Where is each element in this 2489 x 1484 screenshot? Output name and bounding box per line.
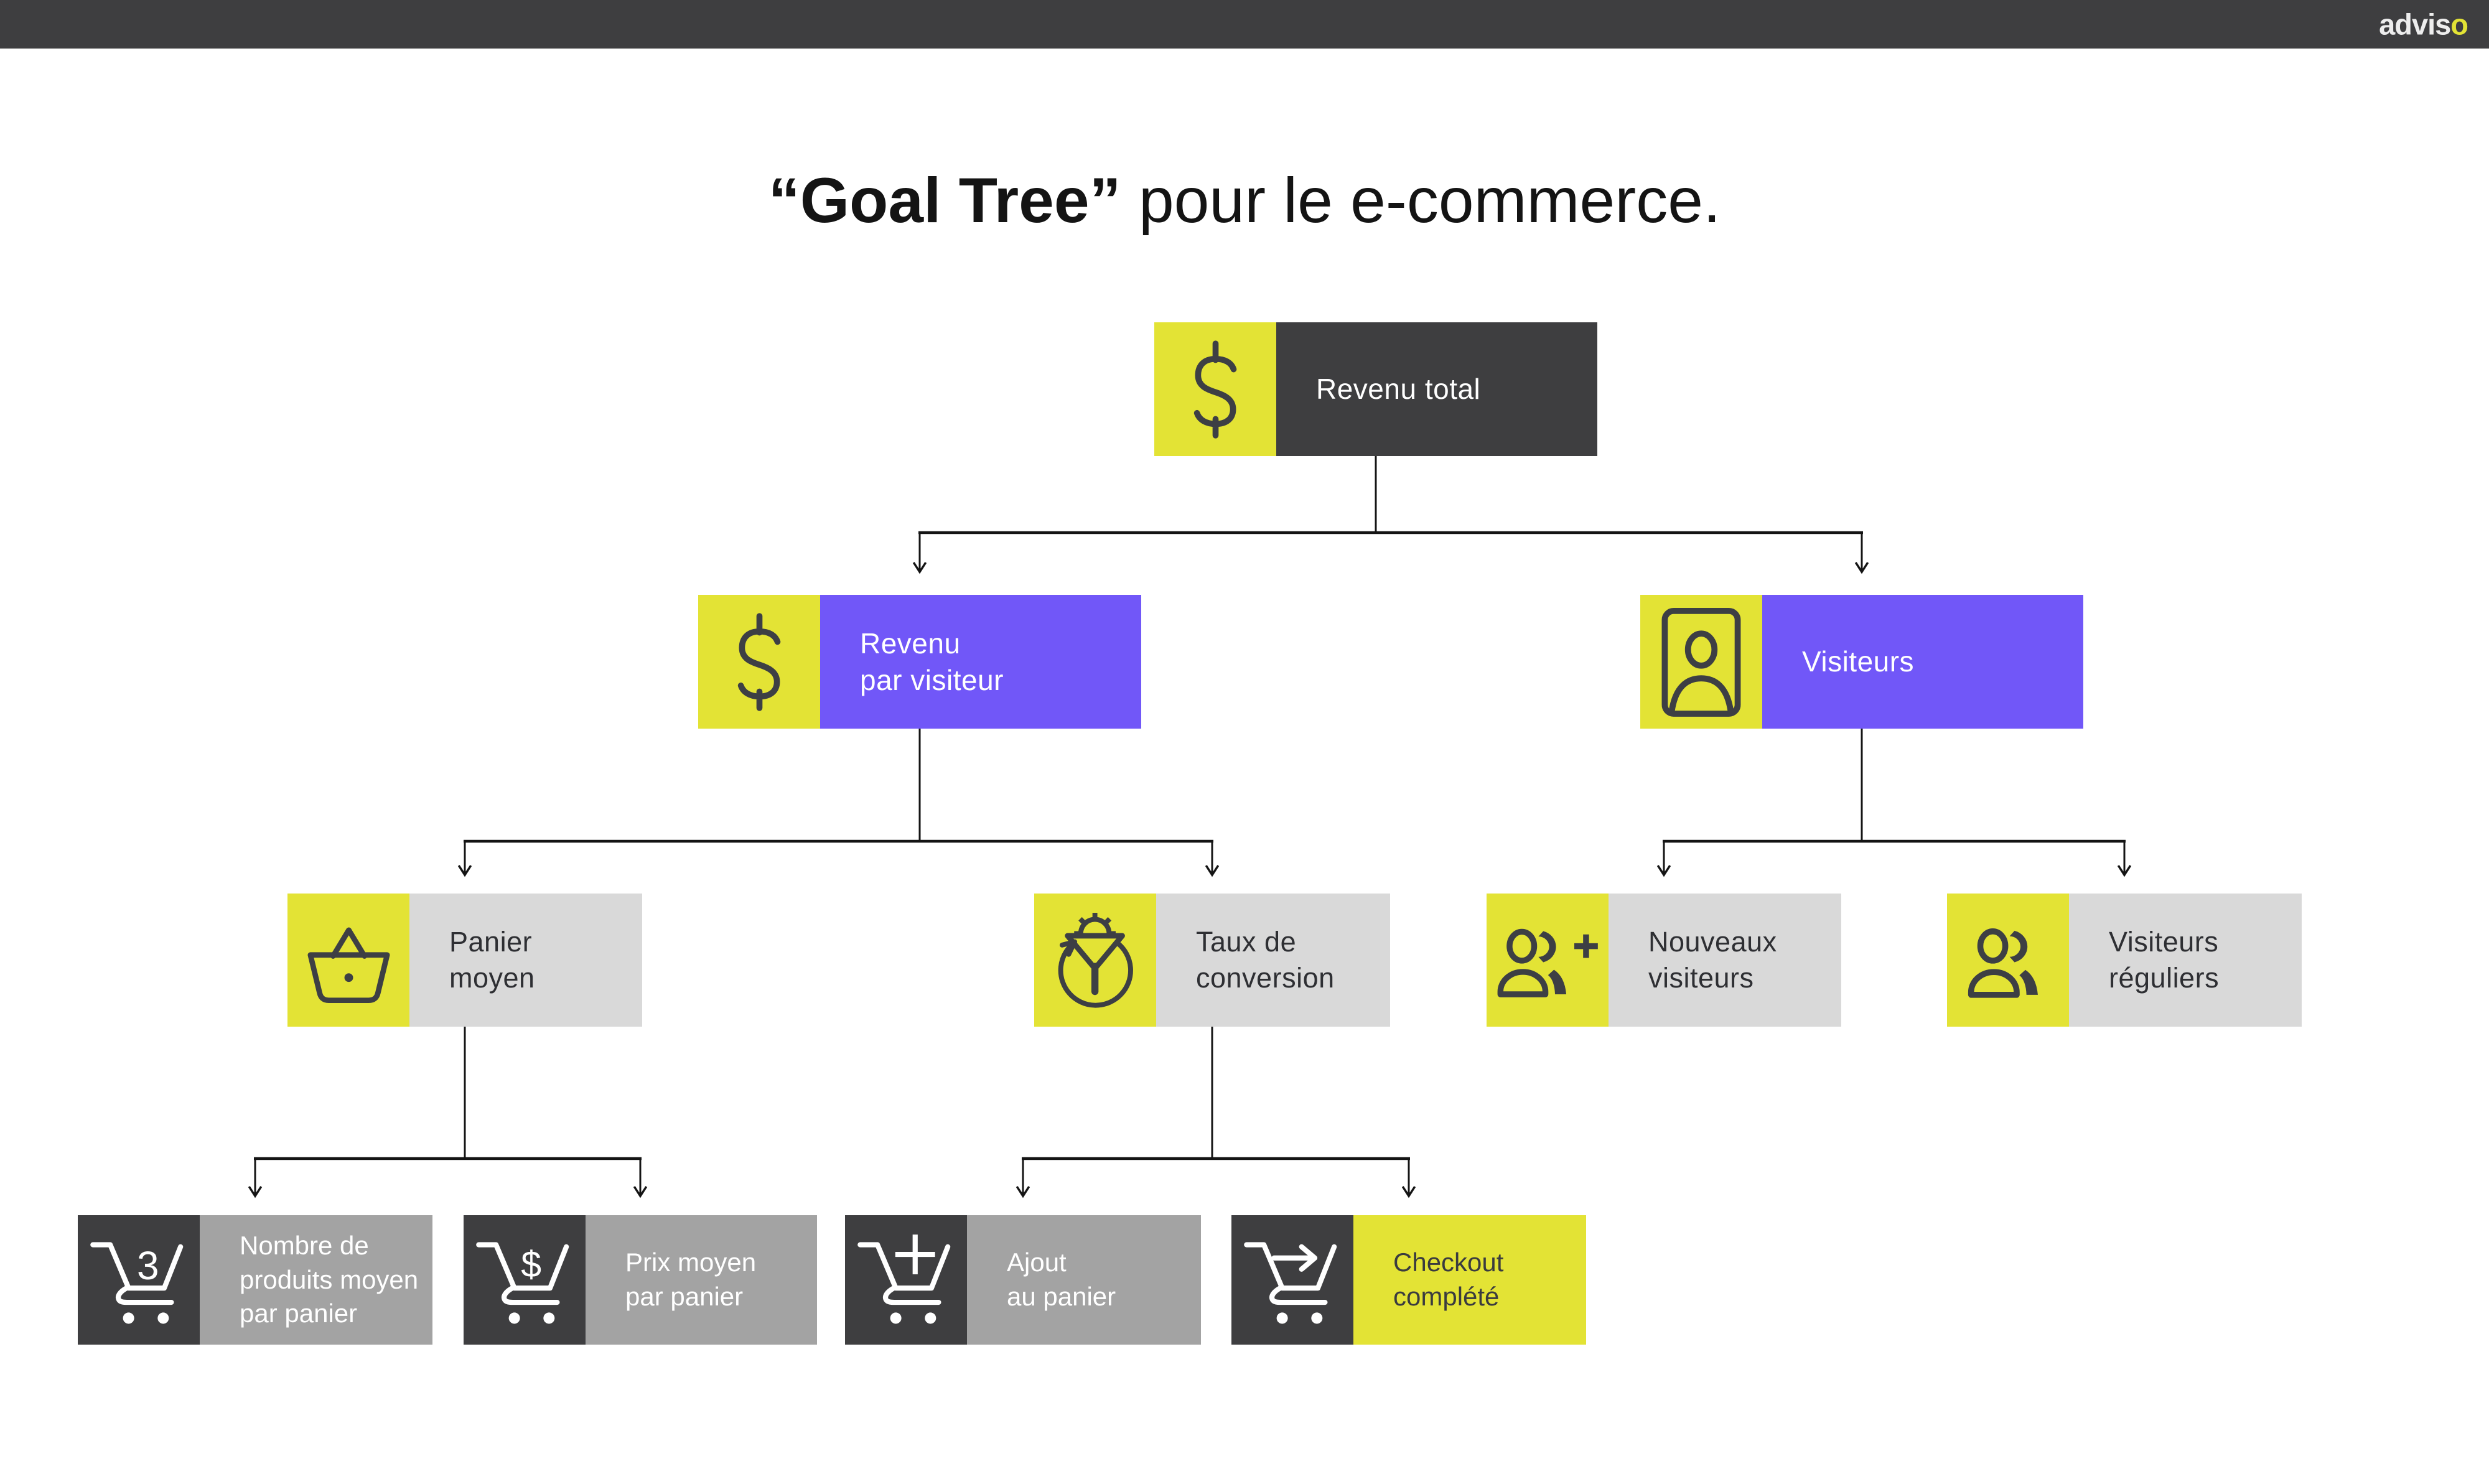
node-body: Visiteurs: [1762, 595, 2083, 729]
node-checkout-complete: Checkout complété: [1231, 1215, 1586, 1345]
node-panier-moyen: Panier moyen: [287, 894, 642, 1027]
node-revenu-total: Revenu total: [1154, 322, 1597, 456]
node-nouveaux-visiteurs: Nouveaux visiteurs: [1487, 894, 1841, 1027]
node-body: Revenu total: [1276, 322, 1597, 456]
node-taux-de-conversion: Taux de conversion: [1034, 894, 1390, 1027]
cart-quantity-icon: 3: [78, 1215, 200, 1345]
node-label: Nouveaux visiteurs: [1648, 926, 1777, 994]
dollar-icon: [698, 595, 820, 729]
node-body: Prix moyen par panier: [586, 1215, 817, 1345]
node-label: Checkout complété: [1393, 1248, 1504, 1311]
node-visiteurs-reguliers: Visiteurs réguliers: [1947, 894, 2302, 1027]
node-body: Nombre de produits moyen par panier: [200, 1215, 432, 1345]
node-ajout-panier: Ajout au panier: [845, 1215, 1201, 1345]
top-bar: adviso: [0, 0, 2489, 49]
cart-price-icon: $: [464, 1215, 586, 1345]
node-label: Nombre de produits moyen par panier: [240, 1231, 419, 1328]
node-label: Ajout au panier: [1007, 1248, 1116, 1311]
node-revenu-par-visiteur: Revenu par visiteur: [698, 595, 1141, 729]
node-label: Taux de conversion: [1196, 926, 1335, 994]
node-nombre-produits: 3 Nombre de produits moyen par panier: [78, 1215, 432, 1345]
cart-add-icon: [845, 1215, 967, 1345]
adviso-logo: adviso: [2379, 7, 2468, 42]
title-rest: pour le e-commerce.: [1121, 165, 1721, 236]
node-body: Nouveaux visiteurs: [1609, 894, 1841, 1027]
visitor-portrait-icon: [1640, 595, 1762, 729]
cart-badge: 3: [137, 1243, 159, 1288]
cart-badge: $: [521, 1244, 541, 1285]
node-label: Visiteurs réguliers: [2109, 926, 2220, 994]
node-body: Checkout complété: [1353, 1215, 1586, 1345]
new-visitors-icon: [1487, 894, 1609, 1027]
node-body: Revenu par visiteur: [820, 595, 1141, 729]
returning-visitors-icon: [1947, 894, 2069, 1027]
cart-checkout-icon: [1231, 1215, 1353, 1345]
node-body: Panier moyen: [409, 894, 642, 1027]
basket-icon: [287, 894, 409, 1027]
page-title: “Goal Tree” pour le e-commerce.: [0, 164, 2489, 237]
node-visiteurs: Visiteurs: [1640, 595, 2083, 729]
title-emphasis: “Goal Tree”: [768, 165, 1121, 236]
node-label: Panier moyen: [449, 926, 535, 994]
node-label: Visiteurs: [1802, 645, 1915, 678]
node-body: Ajout au panier: [967, 1215, 1201, 1345]
node-body: Taux de conversion: [1156, 894, 1390, 1027]
node-label: Revenu par visiteur: [860, 627, 1004, 696]
node-label: Prix moyen par panier: [625, 1248, 757, 1311]
dollar-icon: [1154, 322, 1276, 456]
logo-accent-o: o: [2450, 7, 2468, 41]
node-label: Revenu total: [1316, 373, 1481, 406]
conversion-funnel-icon: [1034, 894, 1156, 1027]
node-prix-moyen: $ Prix moyen par panier: [464, 1215, 817, 1345]
node-body: Visiteurs réguliers: [2069, 894, 2302, 1027]
logo-text: advis: [2379, 7, 2451, 41]
